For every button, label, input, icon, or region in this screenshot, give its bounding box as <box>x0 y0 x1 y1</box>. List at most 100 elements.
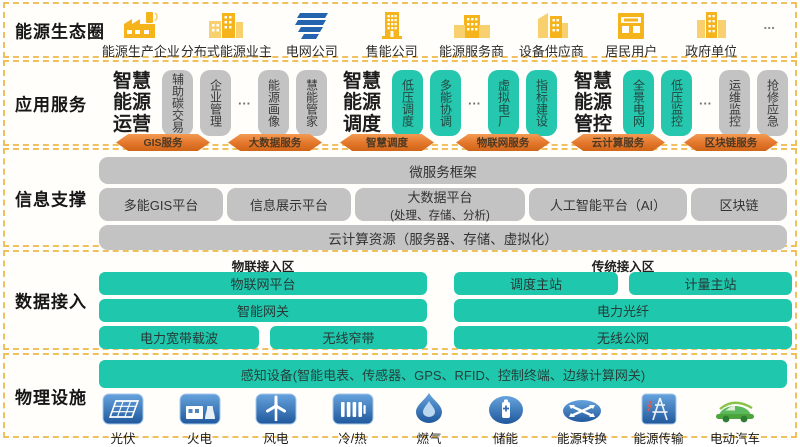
device-label: 能源转换 <box>556 432 607 446</box>
grid-logo-icon <box>292 9 332 40</box>
storefront-icon <box>611 9 651 40</box>
section-physical-facilities: 物理设施 感知设备(智能电表、传感器、GPS、RFID、控制终端、边缘计算网关)… <box>3 353 797 446</box>
app-box: 辅助碳交易 <box>162 70 193 136</box>
service-ribbon-bigdata: 大数据服务 <box>228 134 322 151</box>
cloud-resource-bar: 云计算资源（服务器、存储、虚拟化） <box>99 225 787 250</box>
app-box: 运维监控 <box>719 70 750 136</box>
information-label: 信息支撑 <box>15 190 87 209</box>
group-smart-energy-dispatch: 智慧能源调度 低压调度 多能协调 ··· 虚拟电厂 指标建设 <box>343 68 557 138</box>
campus-icon <box>452 9 492 40</box>
device-solar: 光伏 <box>89 392 157 447</box>
device-label: 光伏 <box>110 432 136 446</box>
entity-label: 电网公司 <box>285 44 338 59</box>
ecosystem-row: 能源生产企业 分布式能源业主 电网公司 售能公司 能源服务商 <box>101 9 751 60</box>
more-dots: ··· <box>468 95 481 111</box>
device-thermal: 火电 <box>166 392 234 447</box>
power-fiber-bar: 电力光纤 <box>454 299 792 322</box>
device-label: 风电 <box>263 432 289 446</box>
service-ribbon-dispatch: 智慧调度 <box>340 134 434 151</box>
entity-energy-producer: 能源生产企业 <box>101 9 181 60</box>
energy-conversion-icon <box>560 392 604 425</box>
device-row: 光伏 火电 风电 冷/热 燃气 <box>89 392 769 447</box>
iot-zone-title: 物联接入区 <box>231 260 295 274</box>
dispatch-station-bar: 调度主站 <box>454 272 618 295</box>
app-box: 企业管理 <box>200 70 231 136</box>
service-ribbon-cloud: 云计算服务 <box>571 134 665 151</box>
entity-energy-retailer: 售能公司 <box>352 9 432 60</box>
device-conversion: 能源转换 <box>548 392 616 447</box>
entity-equipment-supplier: 设备供应商 <box>511 9 591 60</box>
physical-label: 物理设施 <box>15 388 87 407</box>
platform-row: 多能GIS平台 信息展示平台 大数据平台 (处理、存储、分析) 人工智能平台（A… <box>99 188 787 222</box>
app-box: 抢修应急 <box>757 70 788 136</box>
plc-bar: 电力宽带载波 <box>99 326 259 349</box>
group-smart-energy-control: 智慧能源管控 全景电网 低压监控 ··· 运维监控 抢修应急 <box>574 68 788 138</box>
entity-energy-service-provider: 能源服务商 <box>432 9 512 60</box>
entity-label: 分布式能源业主 <box>180 44 272 59</box>
app-box: 虚拟电厂 <box>488 70 519 136</box>
device-label: 储能 <box>492 432 518 446</box>
application-label: 应用服务 <box>15 95 87 115</box>
section-application-services: 应用服务 智慧能源运营 辅助碳交易 企业管理 ··· 能源画像 慧能管家 智慧能… <box>3 60 797 146</box>
gas-icon <box>409 392 449 425</box>
ecosystem-more-dots: ... <box>763 16 775 32</box>
platform-bigdata: 大数据平台 (处理、存储、分析) <box>355 188 525 222</box>
solar-pv-icon <box>102 392 144 425</box>
service-ribbon-iot: 物联网服务 <box>456 134 550 151</box>
platform-display: 信息展示平台 <box>227 188 351 221</box>
app-box: 多能协调 <box>430 70 461 136</box>
government-building-icon <box>691 9 731 40</box>
entity-label: 居民用户 <box>605 44 658 59</box>
app-box: 慧能管家 <box>296 70 327 136</box>
group-title: 智慧能源管控 <box>574 70 613 135</box>
device-label: 火电 <box>186 432 212 446</box>
device-gas: 燃气 <box>395 392 463 447</box>
app-box: 能源画像 <box>258 70 289 136</box>
entity-government: 政府单位 <box>671 9 751 60</box>
entity-grid-company: 电网公司 <box>272 9 352 60</box>
platform-blockchain: 区块链 <box>691 188 787 221</box>
buildings-icon <box>206 9 246 40</box>
section-information-support: 信息支撑 微服务框架 多能GIS平台 信息展示平台 大数据平台 (处理、存储、分… <box>3 148 797 250</box>
group-smart-energy-operation: 智慧能源运营 辅助碳交易 企业管理 ··· 能源画像 慧能管家 <box>113 68 327 138</box>
entity-distributed-energy-owner: 分布式能源业主 <box>181 9 272 60</box>
service-ribbon-blockchain: 区块链服务 <box>684 134 778 151</box>
ecosystem-label: 能源生态圈 <box>15 22 105 42</box>
app-box: 全景电网 <box>623 70 654 136</box>
device-transmission: 能源传输 <box>625 392 693 447</box>
platform-ai: 人工智能平台（AI） <box>529 188 687 221</box>
app-box: 低压调度 <box>392 70 423 136</box>
platform-bigdata-sub: (处理、存储、分析) <box>390 209 490 222</box>
section-ecosystem: 能源生态圈 能源生产企业 分布式能源业主 电网公司 售能公司 <box>3 2 797 60</box>
app-box: 低压监控 <box>661 70 692 136</box>
app-box: 指标建设 <box>526 70 557 136</box>
device-storage: 储能 <box>472 392 540 447</box>
thermal-power-icon <box>179 392 221 425</box>
office-building-icon <box>372 9 412 40</box>
entity-label: 能源生产企业 <box>101 44 180 59</box>
device-label: 燃气 <box>416 432 442 446</box>
service-ribbon-gis: GIS服务 <box>116 134 210 151</box>
platform-bigdata-title: 大数据平台 <box>407 189 473 205</box>
entity-residential-user: 居民用户 <box>591 9 671 60</box>
device-wind: 风电 <box>242 392 310 447</box>
device-label: 能源传输 <box>633 432 684 446</box>
platform-gis: 多能GIS平台 <box>99 188 223 221</box>
more-dots: ··· <box>699 95 712 111</box>
wind-power-icon <box>255 392 297 425</box>
section-data-access: 数据接入 物联接入区 传统接入区 物联网平台 智能网关 电力宽带载波 无线窄带 … <box>3 250 797 350</box>
sensor-devices-bar: 感知设备(智能电表、传感器、GPS、RFID、控制终端、边缘计算网关) <box>99 360 787 388</box>
entity-label: 能源服务商 <box>439 44 505 59</box>
data-access-label: 数据接入 <box>15 292 87 312</box>
device-cooling-heating: 冷/热 <box>319 392 387 447</box>
metering-station-bar: 计量主站 <box>629 272 792 295</box>
group-title: 智慧能源运营 <box>113 70 152 135</box>
device-label: 电动汽车 <box>709 432 760 446</box>
traditional-zone-title: 传统接入区 <box>591 260 655 274</box>
public-wireless-bar: 无线公网 <box>454 326 792 349</box>
ev-icon <box>712 392 758 425</box>
microservice-framework-bar: 微服务框架 <box>99 157 787 184</box>
iot-platform-bar: 物联网平台 <box>99 272 427 295</box>
towers-icon <box>531 9 571 40</box>
device-label: 冷/热 <box>338 432 367 446</box>
